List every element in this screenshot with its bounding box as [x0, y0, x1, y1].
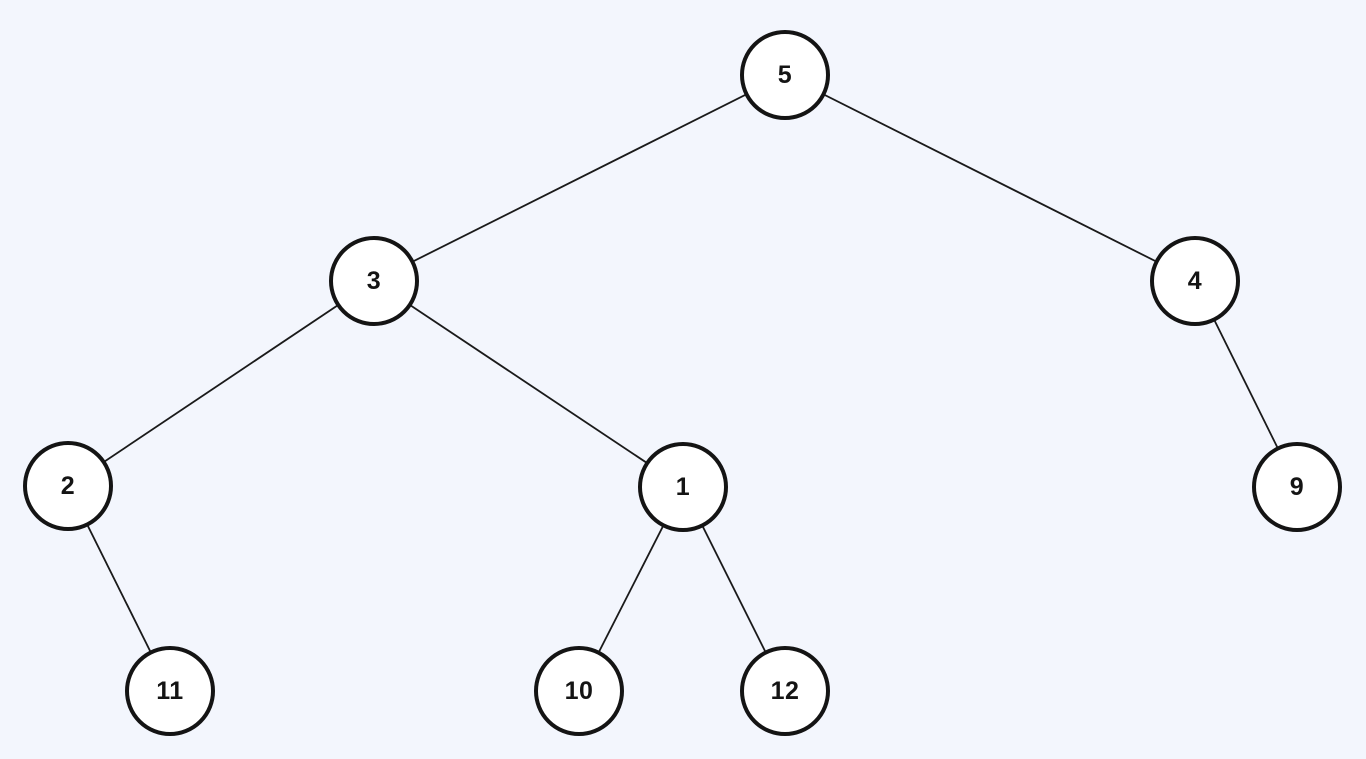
tree-node-4-label: 4: [1187, 266, 1203, 295]
tree-node-1: 1: [638, 442, 728, 532]
tree-node-3-label: 3: [366, 266, 382, 295]
tree-node-2: 2: [23, 441, 113, 531]
tree-node-10: 10: [534, 646, 624, 736]
edge-5-4: [784, 74, 1196, 282]
tree-node-11: 11: [125, 646, 215, 736]
edge-3-1: [373, 280, 684, 488]
tree-node-11-label: 11: [156, 676, 184, 705]
edge-3-2: [67, 280, 375, 487]
tree-node-10-label: 10: [564, 676, 594, 705]
tree-node-12-label: 12: [770, 676, 800, 705]
tree-node-1-label: 1: [675, 472, 691, 501]
tree-node-9: 9: [1252, 442, 1342, 532]
edge-5-3: [373, 74, 786, 282]
tree-node-12: 12: [740, 646, 830, 736]
tree-node-5: 5: [740, 30, 830, 120]
tree-node-2-label: 2: [60, 471, 76, 500]
tree-node-5-label: 5: [777, 60, 793, 89]
tree-node-4: 4: [1150, 236, 1240, 326]
tree-node-3: 3: [329, 236, 419, 326]
tree-node-9-label: 9: [1289, 472, 1305, 501]
